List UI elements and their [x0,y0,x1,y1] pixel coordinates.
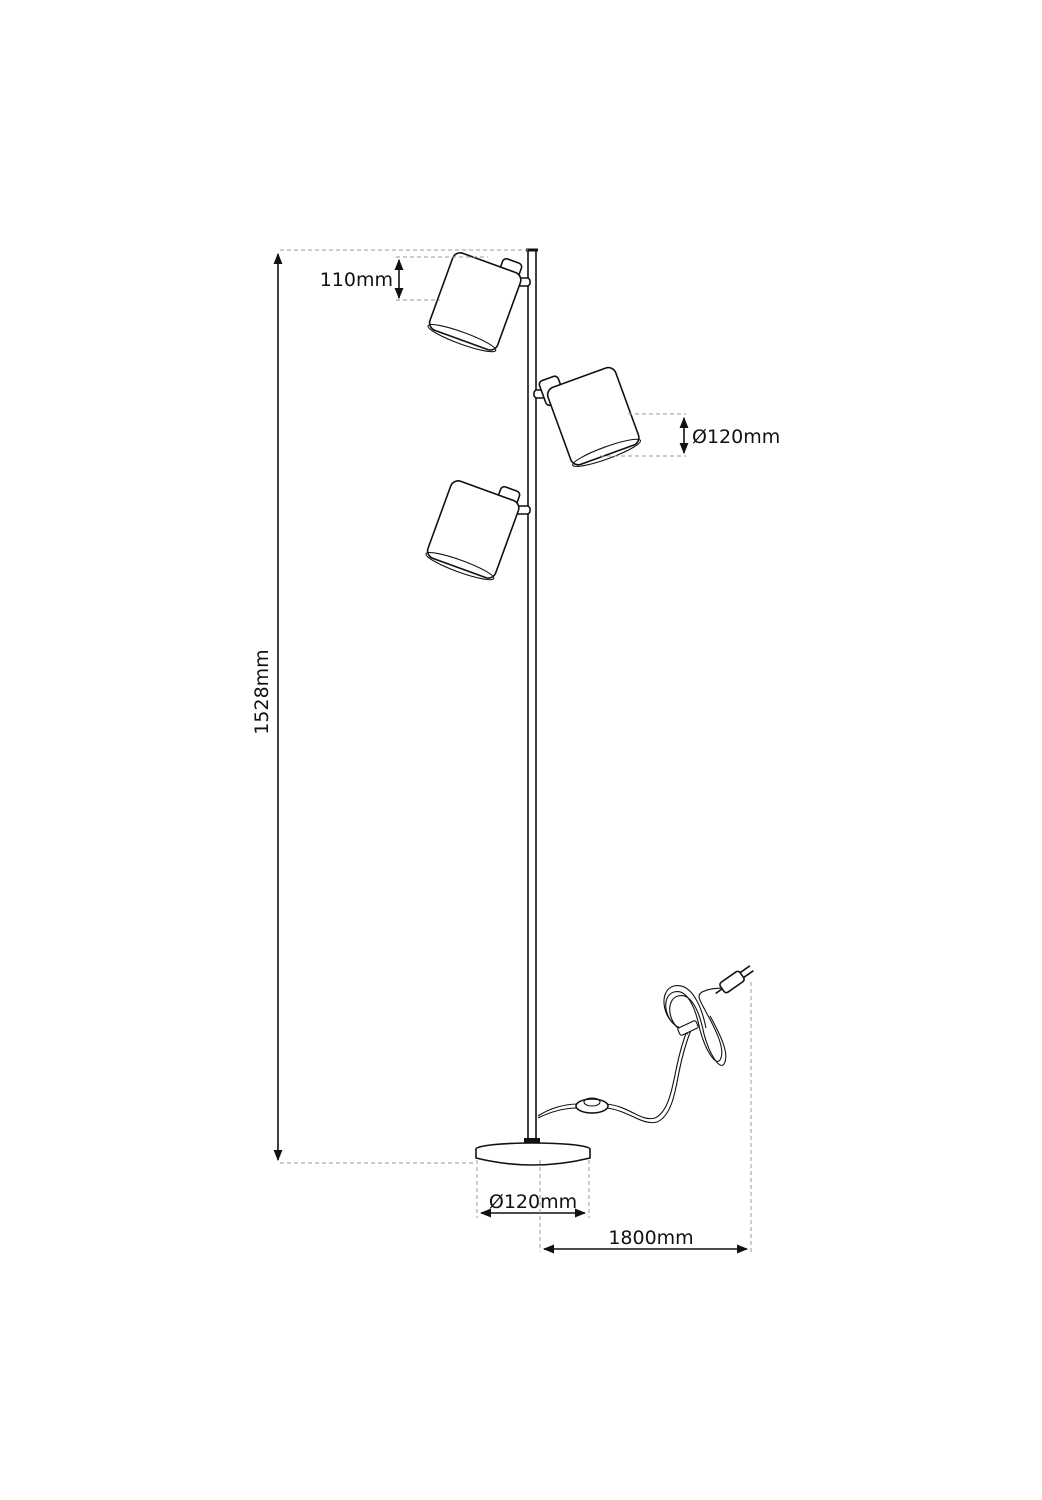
shade-height-label: 110mm [320,269,393,291]
power-cable [537,985,733,1124]
base-diameter-label: Ø120mm [489,1191,577,1213]
height-dimension: 1528mm [251,249,528,1164]
lamp-shade-top [427,252,531,353]
cable-length-label: 1800mm [608,1227,693,1249]
lamp-shade-lower [425,480,531,581]
shade-height-dimension: 110mm [320,256,488,301]
height-label: 1528mm [251,649,273,734]
power-plug [715,965,754,995]
base-diameter-dimension: Ø120mm [476,1160,590,1218]
lamp-pole [526,248,538,1143]
cable-length-dimension: 1800mm [539,982,752,1254]
shade-diameter-label: Ø120mm [692,426,780,448]
foot-switch [575,1097,609,1114]
lamp-shade-middle [533,366,642,467]
shade-diameter-dimension: Ø120mm [600,413,780,457]
lamp-base [475,1138,591,1166]
